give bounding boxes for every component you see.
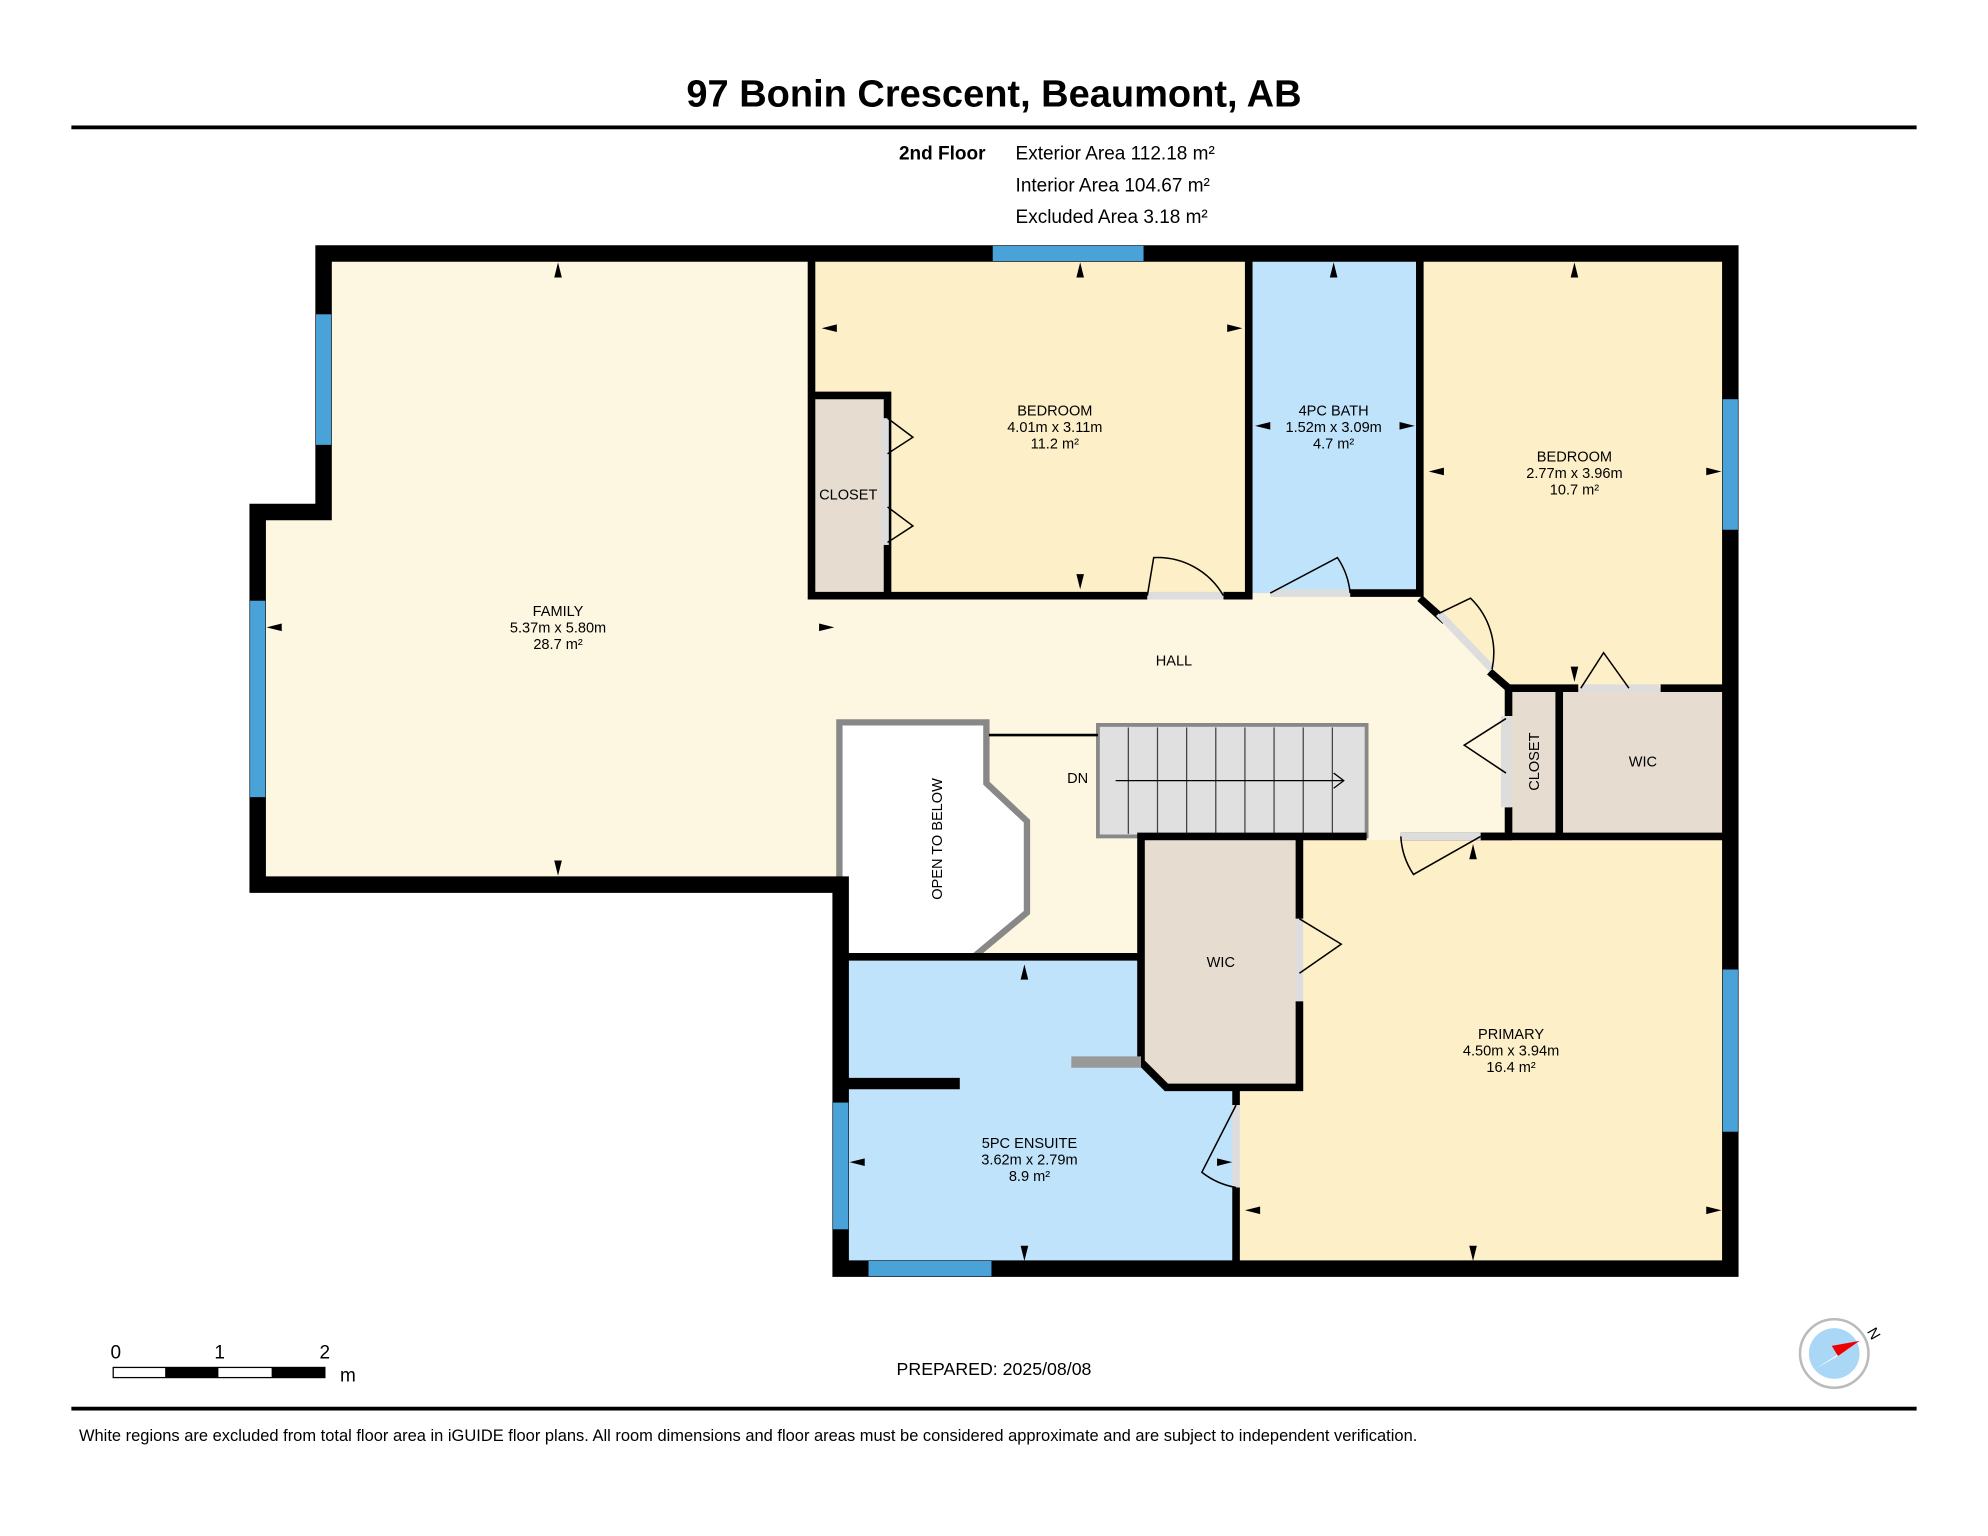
doors — [881, 417, 1660, 1189]
header-divider — [71, 125, 1917, 130]
room-area: 4.7 m² — [1313, 437, 1354, 453]
room-name: BEDROOM — [1537, 449, 1612, 465]
room-area: 16.4 m² — [1486, 1060, 1536, 1076]
primary-floor — [1239, 840, 1731, 1269]
scale-tick: 0 — [110, 1343, 121, 1364]
room-ensuite: 5PC ENSUITE 3.62m x 2.79m 8.9 m² — [981, 1136, 1077, 1185]
room-closet1: CLOSET — [819, 487, 877, 503]
scale-bar: 0 1 2 m — [110, 1343, 355, 1387]
room-name: 5PC ENSUITE — [982, 1136, 1078, 1152]
room-area: 10.7 m² — [1550, 482, 1600, 498]
footer-divider — [71, 1406, 1917, 1411]
bath-floor — [1248, 253, 1420, 594]
room-name: FAMILY — [533, 604, 584, 620]
wic2-floor — [1144, 840, 1297, 1088]
room-area: 11.2 m² — [1031, 437, 1079, 453]
exterior-area: Exterior Area 112.18 m² — [1016, 144, 1215, 165]
closet1-floor — [815, 396, 886, 594]
scale-unit: m — [340, 1365, 356, 1386]
room-name: PRIMARY — [1478, 1027, 1544, 1043]
room-dims: 5.37m x 5.80m — [510, 620, 606, 636]
room-wic1: WIC — [1629, 755, 1657, 771]
room-dims: 4.01m x 3.11m — [1007, 420, 1102, 436]
room-area: 8.9 m² — [1009, 1169, 1050, 1185]
room-dims: 3.62m x 2.79m — [981, 1153, 1077, 1169]
closet2-floor — [1508, 688, 1560, 837]
floor-name: 2nd Floor — [899, 144, 986, 165]
room-primary: PRIMARY 4.50m x 3.94m 16.4 m² — [1463, 1027, 1559, 1076]
room-wic2: WIC — [1207, 955, 1235, 971]
page-title: 97 Bonin Crescent, Beaumont, AB — [686, 73, 1301, 115]
room-bath: 4PC BATH 1.52m x 3.09m 4.7 m² — [1285, 404, 1381, 453]
room-hall: HALL — [1156, 653, 1192, 669]
stairs-down-label: DN — [1067, 771, 1088, 787]
scale-tick: 2 — [320, 1343, 331, 1364]
stair-treads — [988, 727, 1345, 834]
room-bedroom2: BEDROOM 2.77m x 3.96m 10.7 m² — [1526, 449, 1622, 498]
ensuite-floor — [839, 960, 1237, 1269]
room-name: BEDROOM — [1017, 404, 1092, 420]
room-dims: 2.77m x 3.96m — [1526, 466, 1622, 482]
excluded-area: Excluded Area 3.18 m² — [1016, 207, 1208, 228]
room-dims: 4.50m x 3.94m — [1463, 1044, 1559, 1060]
room-closet2: CLOSET — [1527, 732, 1543, 790]
room-dims: 1.52m x 3.09m — [1285, 420, 1381, 436]
room-name: 4PC BATH — [1299, 404, 1369, 420]
disclaimer: White regions are excluded from total fl… — [79, 1427, 1417, 1445]
room-open-to-below: OPEN TO BELOW — [930, 778, 946, 900]
prepared-date: PREPARED: 2025/08/08 — [897, 1359, 1092, 1379]
compass-icon: N — [1798, 1318, 1883, 1389]
interior-area: Interior Area 104.67 m² — [1016, 175, 1210, 196]
bedroom2-floor — [1419, 253, 1731, 689]
room-area: 28.7 m² — [533, 637, 583, 653]
dimension-arrows — [266, 262, 1722, 1261]
room-family: FAMILY 5.37m x 5.80m 28.7 m² — [510, 604, 606, 653]
room-bedroom1: BEDROOM 4.01m x 3.11m 11.2 m² — [1007, 404, 1102, 453]
scale-tick: 1 — [214, 1343, 225, 1364]
wic1-floor — [1559, 688, 1731, 837]
windows — [250, 245, 1738, 1277]
